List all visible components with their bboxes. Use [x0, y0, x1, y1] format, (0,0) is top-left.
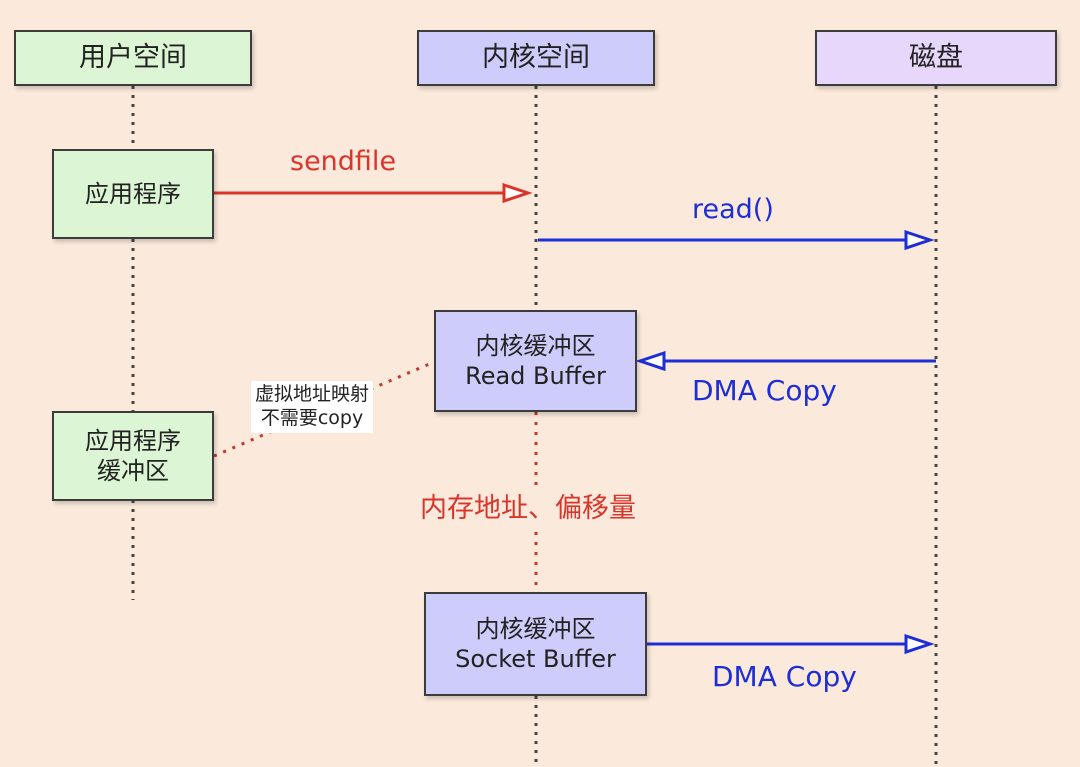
kernel-space-label: 内核空间: [482, 42, 590, 74]
read-label: read(): [692, 194, 774, 225]
dma-copy-in-label: DMA Copy: [692, 374, 837, 407]
user-space-header: 用户空间: [14, 30, 252, 86]
user-space-label: 用户空间: [79, 42, 187, 74]
application-buffer-line1: 应用程序: [85, 427, 181, 455]
dma-out-arrowhead: [904, 633, 935, 655]
kernel-space-header: 内核空间: [417, 30, 655, 86]
application-buffer-line2: 缓冲区: [97, 457, 169, 485]
socket-buffer-line1: 内核缓冲区: [475, 615, 596, 643]
sendfile-label: sendfile: [290, 146, 397, 177]
sendfile-arrowhead: [502, 182, 533, 204]
read-buffer-box: 内核缓冲区 Read Buffer: [434, 310, 637, 412]
dma-in-arrowhead: [635, 350, 666, 372]
application-buffer-box: 应用程序 缓冲区: [52, 411, 214, 501]
read-arrowhead: [904, 229, 935, 251]
socket-buffer-box: 内核缓冲区 Socket Buffer: [424, 592, 647, 696]
application-box: 应用程序: [52, 149, 214, 239]
memory-offset-label: 内存地址、偏移量: [418, 486, 638, 525]
disk-label: 磁盘: [909, 42, 963, 74]
mmap-note-line1: 虚拟地址映射: [255, 383, 370, 405]
dma-copy-out-label: DMA Copy: [712, 660, 857, 693]
application-label: 应用程序: [85, 180, 181, 208]
read-buffer-line2: Read Buffer: [465, 362, 606, 390]
read-buffer-line1: 内核缓冲区: [475, 332, 596, 360]
socket-buffer-line2: Socket Buffer: [455, 645, 616, 673]
mmap-note: 虚拟地址映射 不需要copy: [251, 381, 374, 433]
mmap-note-line2: 不需要copy: [260, 406, 364, 429]
disk-header: 磁盘: [815, 30, 1057, 86]
